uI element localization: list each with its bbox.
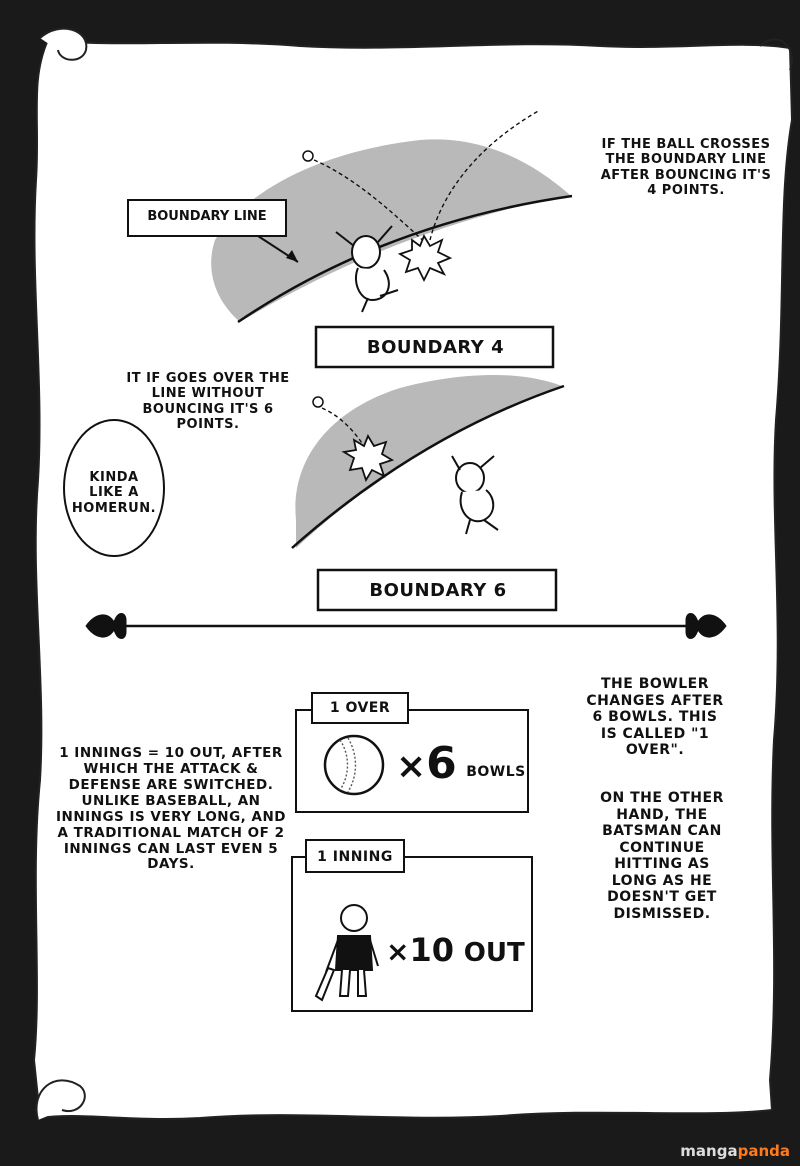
watermark: mangapanda: [680, 1142, 790, 1160]
boundary-line-label-box: [127, 199, 287, 237]
boundary-6-note: IT IF GOES OVER THE LINE WITHOUT BOUNCIN…: [126, 371, 290, 432]
boundary-4-diagram: [127, 109, 573, 324]
boundary-6-title: BOUNDARY 6: [369, 580, 507, 601]
scroll-curl-top-right: [759, 38, 793, 71]
inning-note-left: 1 INNINGS = 10 OUT, AFTER WHICH THE ATTA…: [56, 745, 286, 873]
cricket-ball-icon: [323, 734, 385, 796]
boundary-line: [237, 194, 573, 324]
batsman-icon: [314, 904, 379, 1002]
multiply-sign: ×: [386, 935, 410, 968]
inning-note-right: ON THE OTHER HAND, THE BATSMAN CAN CONTI…: [600, 790, 724, 922]
impact-burst-6: [341, 433, 395, 483]
field-shading-6: [295, 374, 562, 548]
bounce-burst: [397, 233, 453, 283]
watermark-part2: panda: [737, 1142, 790, 1160]
over-unit: BOWLS: [466, 764, 526, 780]
scroll-curl-top-left: [39, 27, 88, 61]
boundary-6-title-box: [316, 568, 558, 612]
inning-box-tab: [305, 839, 405, 873]
ball: [302, 150, 314, 162]
boundary-line-label: BOUNDARY LINE: [147, 209, 267, 224]
ball-trajectory: [313, 109, 541, 246]
boundary-4-title-box: [314, 325, 555, 369]
boundary-4-title: BOUNDARY 4: [366, 337, 505, 358]
ball-6: [312, 396, 324, 408]
field-shading: [211, 139, 570, 322]
inning-multiplier: ×10 OUT: [386, 934, 525, 966]
over-note: THE BOWLER CHANGES AFTER 6 BOWLS. THIS I…: [586, 676, 724, 759]
cricket-ball-seam: [339, 737, 357, 793]
scroll-curl-bottom-left: [35, 1079, 86, 1121]
inning-unit: OUT: [463, 938, 525, 968]
speech-bubble: [63, 419, 165, 557]
inning-count: 10: [409, 931, 454, 969]
inning-box: [291, 839, 533, 1012]
inning-box-label: 1 INNING: [317, 849, 393, 865]
fielder-figure-6: [451, 455, 499, 535]
over-box: [295, 692, 529, 813]
speech-bubble-text: KINDA LIKE A HOMERUN.: [71, 470, 157, 516]
fielder-figure: [335, 225, 399, 313]
over-box-tab: [311, 692, 409, 724]
multiply-sign: ×: [396, 746, 427, 787]
over-multiplier: ×6: [396, 742, 457, 786]
boundary-4-note: IF THE BALL CROSSES THE BOUNDARY LINE AF…: [600, 137, 772, 198]
boundary-6-diagram: [63, 374, 565, 557]
over-count: 6: [426, 738, 457, 789]
pointer-arrowhead: [286, 250, 298, 262]
ornamental-divider: [85, 613, 727, 639]
watermark-part1: manga: [680, 1142, 738, 1160]
over-box-label: 1 OVER: [329, 700, 391, 716]
boundary-line-6: [291, 384, 565, 549]
inning-box-frame: [291, 856, 533, 1012]
